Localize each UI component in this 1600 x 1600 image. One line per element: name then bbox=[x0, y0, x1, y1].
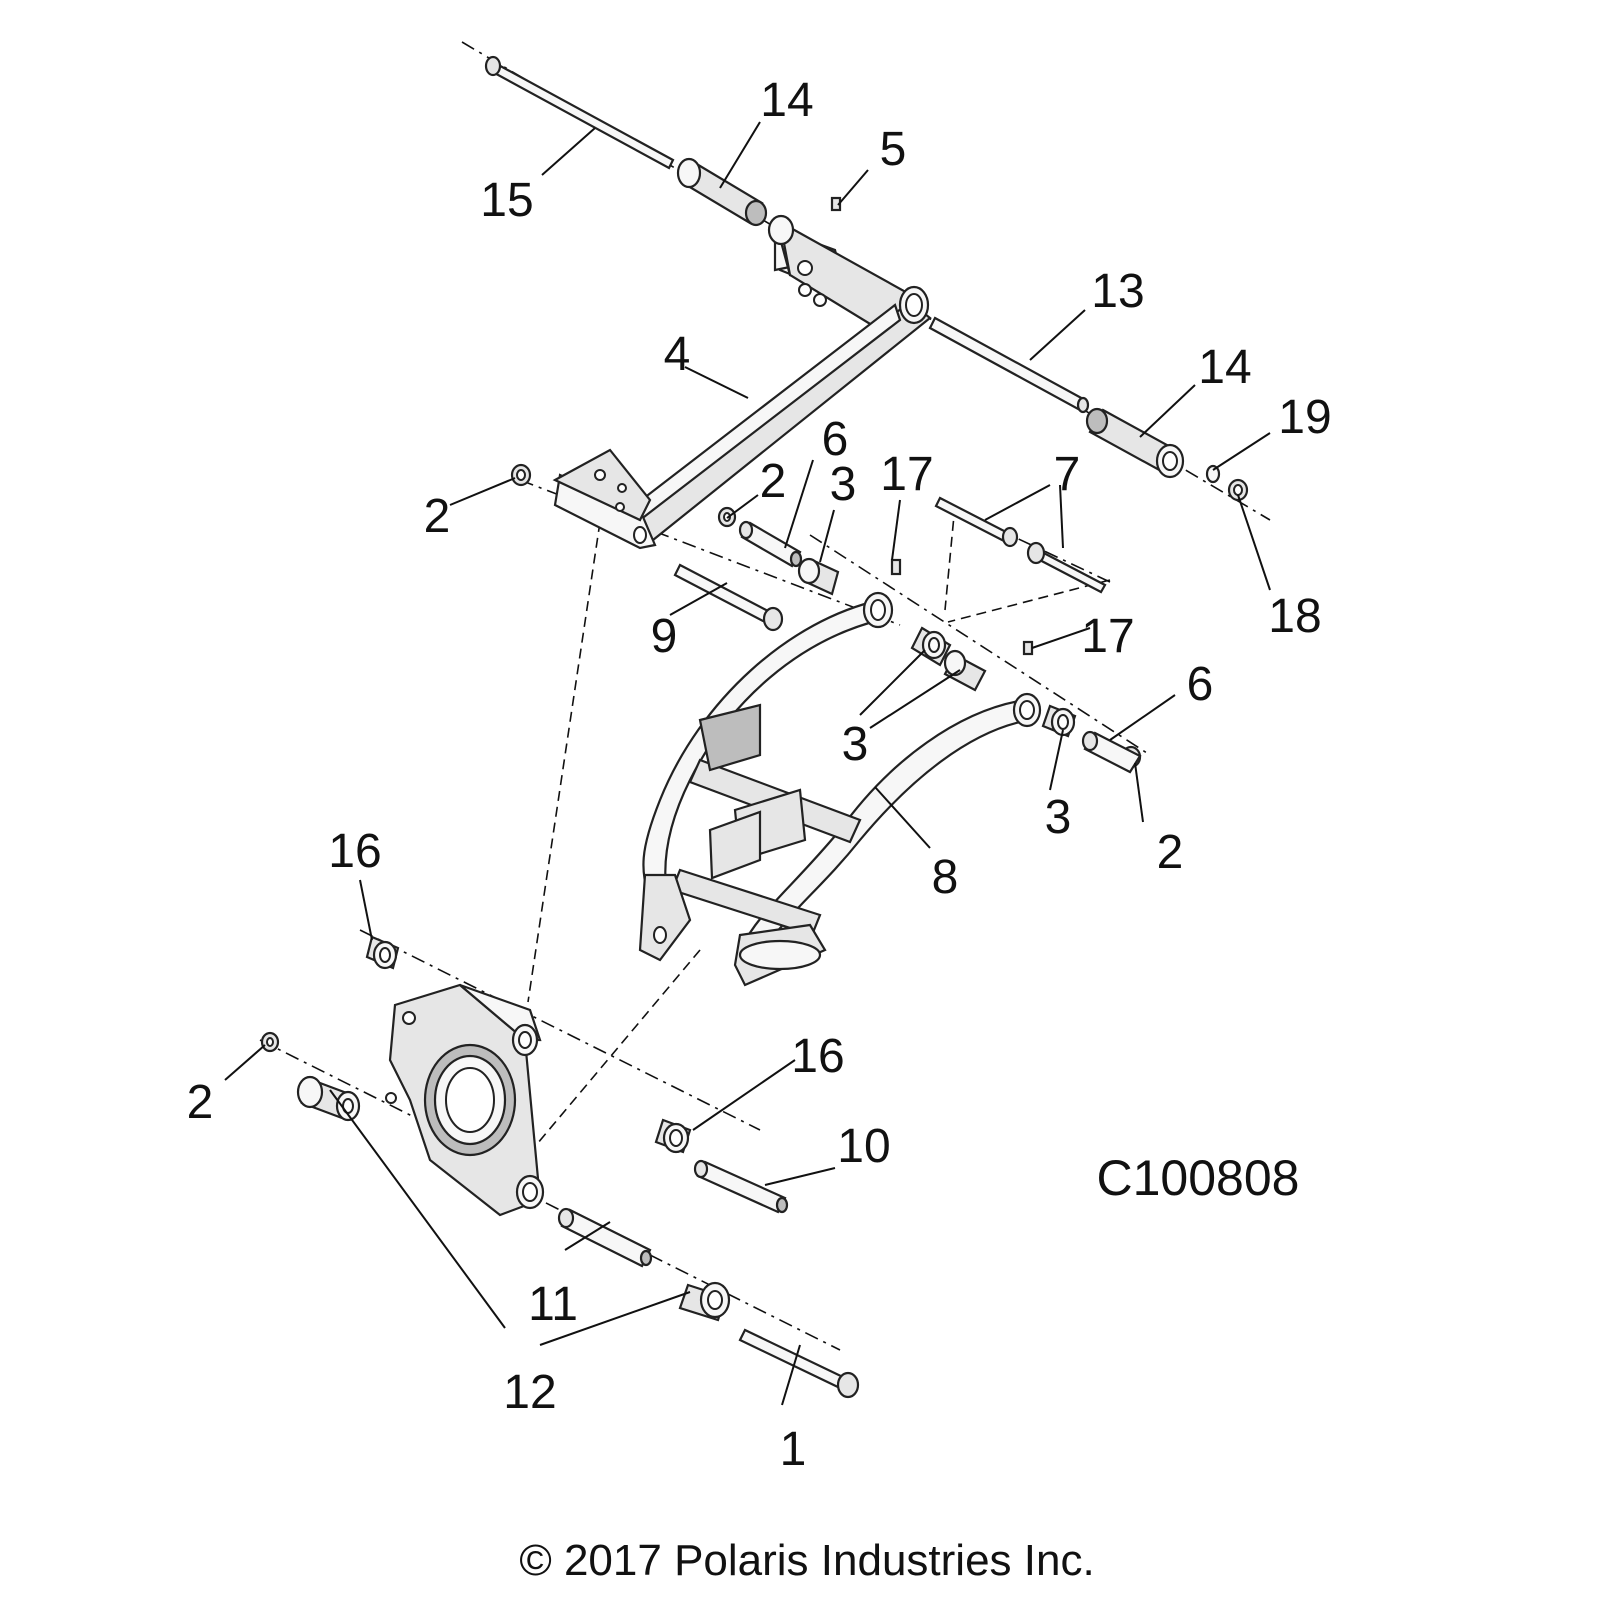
callout-2-right: 2 bbox=[1157, 826, 1184, 879]
part-8-lower-arm bbox=[638, 591, 1042, 987]
callout-14-lower: 14 bbox=[1198, 341, 1251, 394]
part-17-grease-fitting-left bbox=[890, 558, 902, 576]
callout-labels: 15 14 5 13 14 19 18 4 2 2 6 3 17 7 9 17 … bbox=[187, 74, 1332, 1476]
callout-18: 18 bbox=[1268, 590, 1321, 643]
part-3-bushing-a bbox=[797, 557, 840, 596]
drawing-number: C100808 bbox=[1097, 1150, 1300, 1206]
part-17-grease-fitting-right bbox=[1022, 640, 1034, 656]
part-11-sleeve bbox=[557, 1207, 653, 1268]
callout-2-mid: 2 bbox=[760, 455, 787, 508]
part-10-sleeve bbox=[693, 1159, 789, 1214]
part-12-bushing-right bbox=[678, 1281, 731, 1322]
callout-10: 10 bbox=[837, 1120, 890, 1173]
part-1-bolt bbox=[738, 1328, 860, 1399]
copyright-notice: © 2017 Polaris Industries Inc. bbox=[519, 1536, 1094, 1585]
callout-2-lower-left: 2 bbox=[187, 1076, 214, 1129]
part-2-nut-upper-left bbox=[510, 463, 532, 487]
callout-6-lower: 6 bbox=[1187, 658, 1214, 711]
callout-17-lower: 17 bbox=[1081, 610, 1134, 663]
callout-4: 4 bbox=[664, 328, 691, 381]
leader-lines bbox=[224, 121, 1271, 1406]
part-3-bushing-d bbox=[1041, 704, 1077, 738]
part-12-bushing-left bbox=[296, 1075, 361, 1122]
callout-12: 12 bbox=[503, 1366, 556, 1419]
part-3-bushing-b bbox=[910, 626, 952, 667]
callout-7: 7 bbox=[1054, 448, 1081, 501]
callout-19: 19 bbox=[1278, 391, 1331, 444]
callout-3-lower: 3 bbox=[1045, 791, 1072, 844]
callout-16-lower: 16 bbox=[791, 1030, 844, 1083]
part-6-sleeve-left bbox=[738, 520, 803, 568]
part-6-sleeve-right bbox=[1081, 730, 1142, 774]
knuckle-bearing-carrier bbox=[385, 983, 545, 1217]
callout-3-mid: 3 bbox=[842, 718, 869, 771]
callout-13: 13 bbox=[1091, 265, 1144, 318]
callout-8: 8 bbox=[932, 851, 959, 904]
part-2-nut-lower-left bbox=[260, 1031, 280, 1053]
callout-1: 1 bbox=[780, 1423, 807, 1476]
part-9-bolt bbox=[673, 563, 784, 632]
part-16-bushing-upper bbox=[365, 935, 400, 970]
part-13-pivot-tube bbox=[928, 316, 1090, 414]
part-16-bushing-lower bbox=[654, 1118, 692, 1154]
callout-9: 9 bbox=[651, 610, 678, 663]
callout-11: 11 bbox=[528, 1278, 578, 1331]
callout-16-upper: 16 bbox=[328, 825, 381, 878]
callout-14-upper: 14 bbox=[760, 74, 813, 127]
part-4-upper-arm bbox=[552, 214, 932, 550]
part-7-bolts bbox=[934, 496, 1107, 594]
callout-17-upper: 17 bbox=[880, 448, 933, 501]
part-14-bushing-upper-right bbox=[1085, 407, 1185, 479]
callout-6-upper: 6 bbox=[822, 413, 849, 466]
callout-3-upper: 3 bbox=[830, 458, 857, 511]
callout-2-upper-left: 2 bbox=[424, 490, 451, 543]
part-18-nut bbox=[1227, 478, 1249, 502]
callout-5: 5 bbox=[880, 123, 907, 176]
part-15-pivot-bolt bbox=[484, 55, 675, 170]
callout-15: 15 bbox=[480, 174, 533, 227]
part-19-washer bbox=[1205, 464, 1221, 484]
part-3-bushing-c bbox=[943, 649, 987, 692]
part-14-bushing-upper-left bbox=[676, 157, 768, 227]
